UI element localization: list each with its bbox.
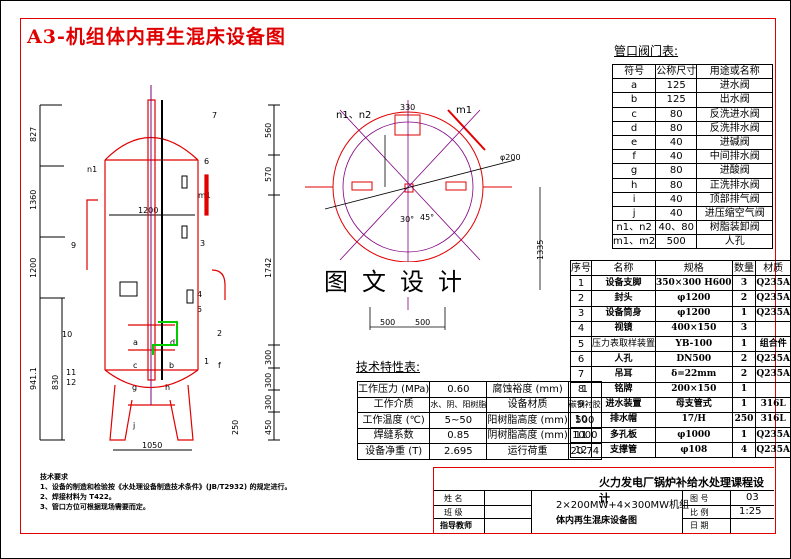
svg-text:5: 5 <box>197 305 202 314</box>
svg-text:f: f <box>218 361 221 370</box>
svg-text:30°: 30° <box>400 215 414 224</box>
project-title: 火力发电厂锅炉补给水处理课程设计 <box>599 476 764 505</box>
svg-text:6: 6 <box>204 157 209 166</box>
svg-text:g: g <box>132 383 137 392</box>
svg-text:45°: 45° <box>420 213 434 222</box>
svg-text:300: 300 <box>264 350 273 365</box>
svg-text:300: 300 <box>264 395 273 410</box>
svg-text:1742: 1742 <box>264 258 273 278</box>
svg-text:m1: m1 <box>456 105 472 116</box>
svg-text:1050: 1050 <box>142 441 162 450</box>
svg-text:n1: n1 <box>87 165 97 174</box>
svg-text:1360: 1360 <box>29 190 38 210</box>
svg-text:1335: 1335 <box>536 240 545 260</box>
svg-text:830: 830 <box>51 375 60 390</box>
svg-text:250: 250 <box>231 420 240 435</box>
drawing-scale: 1:25 <box>739 506 762 517</box>
svg-text:300: 300 <box>264 373 273 388</box>
svg-text:9: 9 <box>71 241 76 250</box>
svg-text:450: 450 <box>264 420 273 435</box>
svg-text:c: c <box>133 361 137 370</box>
subtitle-line2: 体内再生混床设备图 <box>556 516 638 526</box>
svg-text:b: b <box>169 361 174 370</box>
elevation-view: 1200 1050 827 1360 1200 941.1 830 560 57… <box>29 85 280 451</box>
svg-text:d: d <box>170 338 175 347</box>
svg-text:1: 1 <box>204 357 209 366</box>
svg-text:3: 3 <box>200 239 205 248</box>
svg-text:827: 827 <box>29 127 38 142</box>
drawing-title: A3-机组体内再生混床设备图 <box>27 26 286 48</box>
technical-notes: 技术要求 1、设备的制造和检验按《水处理设备制造技术条件》(JB/T2932) … <box>40 473 292 511</box>
svg-text:φ200: φ200 <box>500 153 521 162</box>
svg-text:10: 10 <box>62 330 72 339</box>
svg-text:1200: 1200 <box>29 258 38 278</box>
svg-text:2: 2 <box>217 329 222 338</box>
svg-text:330: 330 <box>400 103 415 112</box>
svg-text:h: h <box>165 383 170 392</box>
watermark-text: 图文设计 <box>320 262 480 297</box>
svg-text:a: a <box>133 338 138 347</box>
drawing-number: 03 <box>746 492 759 503</box>
svg-text:j: j <box>132 421 135 430</box>
table-row: 工作介质水、阴、阳树脂设备材质碳钢衬胶 <box>356 396 602 413</box>
svg-text:500: 500 <box>380 318 395 327</box>
pipe-table-caption: 管口阀门表: <box>614 44 679 58</box>
svg-text:4: 4 <box>197 290 202 299</box>
svg-text:500: 500 <box>415 318 430 327</box>
svg-text:n1、n2: n1、n2 <box>336 110 371 121</box>
title-block: 火力发电厂锅炉补给水处理课程设计 姓 名 班 级 指导教师 2×200MW+4×… <box>433 467 774 533</box>
tech-table-caption: 技术特性表: <box>356 360 421 374</box>
svg-text:7: 7 <box>212 111 217 120</box>
svg-text:570: 570 <box>264 167 273 182</box>
svg-text:12: 12 <box>66 378 76 387</box>
svg-text:560: 560 <box>264 123 273 138</box>
subtitle-line1: 2×200MW+4×300MW机组 <box>556 500 690 511</box>
svg-text:941.1: 941.1 <box>29 367 38 390</box>
svg-text:11: 11 <box>66 368 76 377</box>
plan-view: 330 n1、n2 m1 e φ200 30° 45° 1335 500 500 <box>305 100 545 330</box>
